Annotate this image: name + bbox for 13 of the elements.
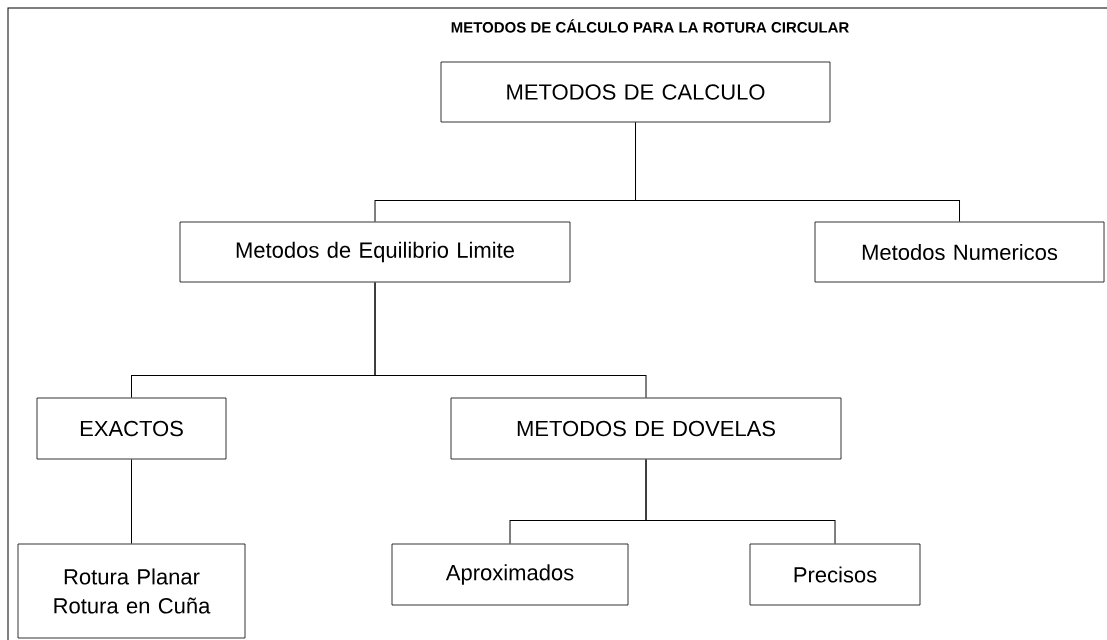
box: Aproximados bbox=[391, 543, 629, 606]
box: EXACTOS bbox=[36, 397, 227, 460]
connector bbox=[635, 121, 960, 223]
connector bbox=[131, 458, 132, 545]
box: Precisos bbox=[749, 543, 921, 606]
box: Rotura Planar Rotura en Cuña bbox=[17, 543, 246, 639]
box: Metodos Numericos bbox=[814, 221, 1105, 283]
connector bbox=[645, 458, 836, 545]
title: METODOS DE CÁLCULO PARA LA ROTURA CIRCULAR bbox=[451, 19, 849, 33]
box: Metodos de Equilibrio Limite bbox=[179, 221, 571, 283]
box: METODOS DE CALCULO bbox=[440, 61, 831, 123]
box: METODOS DE DOVELAS bbox=[450, 397, 842, 460]
connector bbox=[374, 281, 647, 399]
